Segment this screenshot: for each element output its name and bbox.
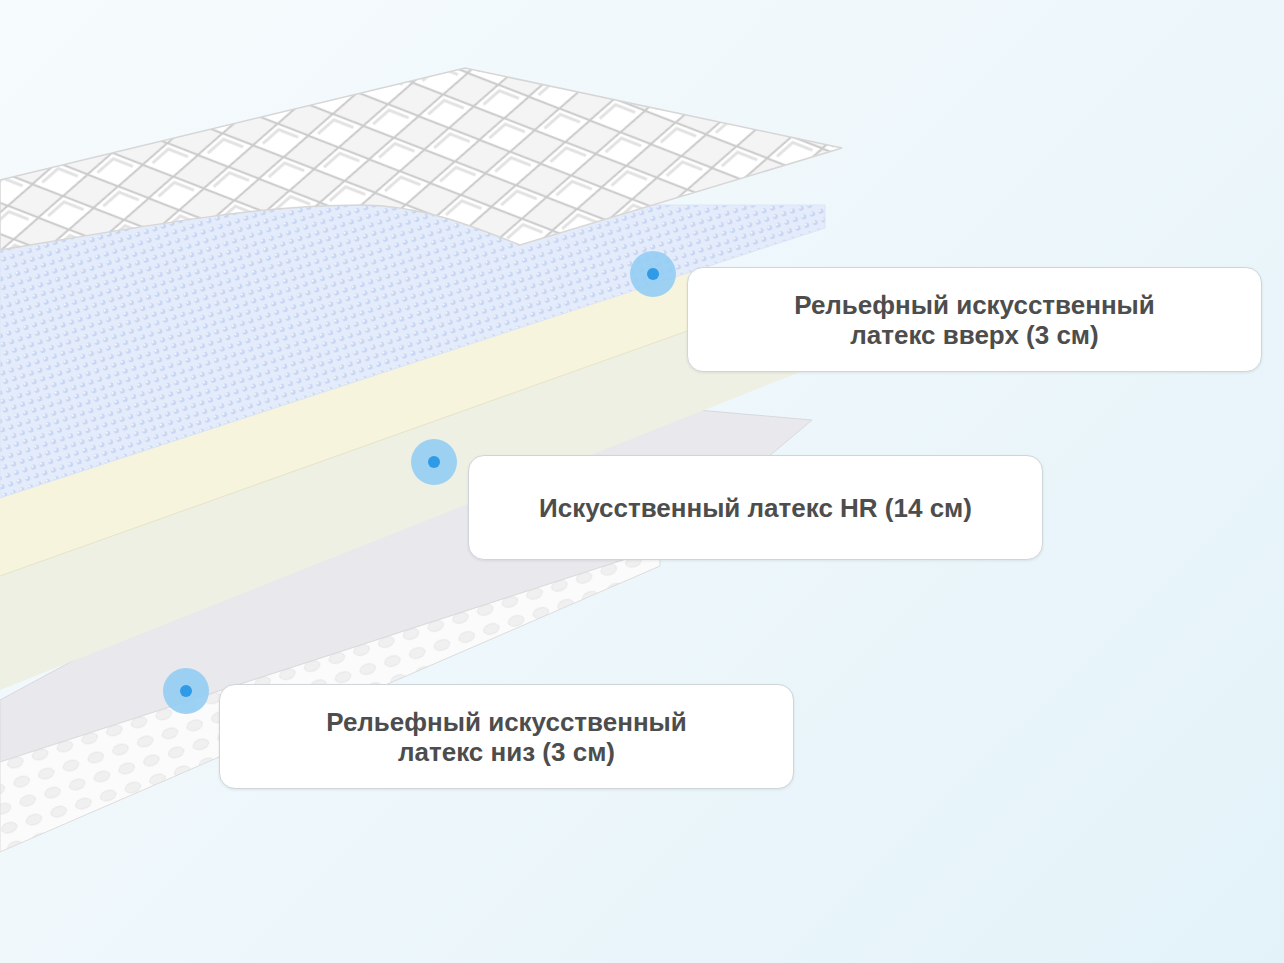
callout-label: Рельефный искусственный латекс вверх (3 … xyxy=(775,290,1175,350)
callout-box: Рельефный искусственный латекс низ (3 см… xyxy=(219,684,794,789)
callout-content: Искусственный латекс HR (14 см) xyxy=(539,493,972,523)
callout-box: Рельефный искусственный латекс вверх (3 … xyxy=(687,267,1262,372)
callout-content: Рельефный искусственный латекс низ (3 см… xyxy=(307,707,707,767)
callout-label: Искусственный латекс HR (14 см) xyxy=(539,493,972,523)
marker-dot xyxy=(411,439,457,485)
callout-content: Рельефный искусственный латекс вверх (3 … xyxy=(775,290,1175,350)
marker-dot xyxy=(630,251,676,297)
marker-dot xyxy=(163,668,209,714)
callout-label: Рельефный искусственный латекс низ (3 см… xyxy=(307,707,707,767)
callout-box: Искусственный латекс HR (14 см) xyxy=(468,455,1043,560)
